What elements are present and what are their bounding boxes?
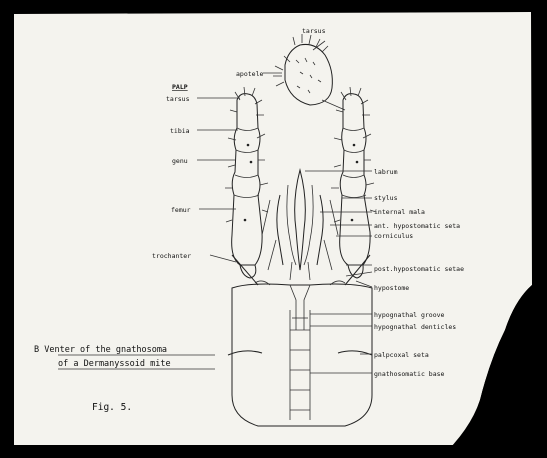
label-palpcoxal-seta: palpcoxal seta	[374, 351, 429, 359]
label-trochanter: trochanter	[152, 252, 191, 260]
label-hypognathal-groove: hypognathal groove	[374, 311, 445, 319]
label-tarsus: tarsus	[166, 95, 190, 103]
label-ant-hypostomatic-seta: ant. hypostomatic seta	[374, 222, 460, 230]
figure-number: Fig. 5.	[92, 402, 132, 413]
label-labrum: labrum	[374, 168, 398, 176]
label-internal-mala: internal mala	[374, 208, 425, 216]
label-stylus: stylus	[374, 194, 398, 202]
label-tibia: tibia	[170, 127, 190, 135]
label-hypognathal-denticles: hypognathal denticles	[374, 323, 456, 331]
label-gnathosomatic-base: gnathosomatic base	[374, 370, 445, 378]
label-palp: PALP	[172, 83, 188, 91]
label-post-hypostomatic-setae: post.hypostomatic setae	[374, 265, 464, 273]
label-hypostome: hypostome	[374, 284, 409, 292]
figure-caption-line1: B Venter of the gnathosoma	[34, 345, 167, 355]
label-genu: genu	[172, 157, 188, 165]
label-tarsus-top: tarsus	[302, 27, 326, 35]
label-corniculus: corniculus	[374, 232, 413, 240]
label-apotele: apotele	[236, 70, 263, 78]
label-femur: femur	[171, 206, 191, 214]
figure-caption-line2: of a Dermanyssoid mite	[58, 359, 171, 369]
